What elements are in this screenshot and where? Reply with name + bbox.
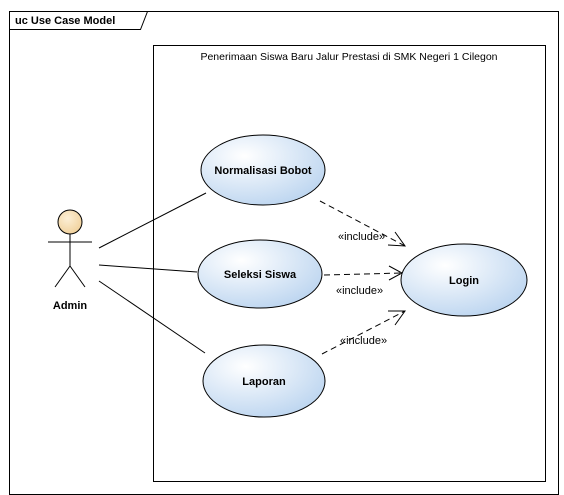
use-case-seleksi-siswa-label: Seleksi Siswa (224, 269, 297, 281)
include-arrowhead-laporan-login (388, 310, 406, 326)
include-arrowhead-normalisasi-login (387, 231, 407, 247)
association-seleksi-siswa (98, 264, 198, 273)
use-case-login[interactable]: Login (400, 243, 528, 317)
use-case-login-shape[interactable] (400, 243, 528, 317)
actor-admin[interactable]: Admin (48, 209, 92, 312)
actor-admin-head (57, 209, 83, 235)
actor-admin-left-leg (54, 265, 71, 288)
use-case-normalisasi-bobot-shape[interactable] (200, 134, 326, 206)
include-line-laporan-login (321, 310, 406, 355)
use-case-normalisasi-bobot-label: Normalisasi Bobot (214, 165, 312, 177)
include-line-normalisasi-login (319, 200, 406, 247)
actor-admin-right-leg (69, 265, 86, 288)
frame-title: uc Use Case Model (15, 15, 115, 27)
use-case-laporan[interactable]: Laporan (202, 344, 326, 418)
system-boundary (153, 45, 546, 482)
frame-title-tab (9, 11, 148, 30)
association-normalisasi-bobot (98, 192, 207, 249)
use-case-login-label: Login (449, 275, 479, 287)
use-case-laporan-shape[interactable] (202, 344, 326, 418)
use-case-seleksi-siswa[interactable]: Seleksi Siswa (197, 239, 323, 309)
include-label-normalisasi: «include» (338, 231, 385, 243)
include-label-seleksi: «include» (336, 285, 383, 297)
use-case-seleksi-siswa-shape[interactable] (197, 239, 323, 309)
system-boundary-title: Penerimaan Siswa Baru Jalur Prestasi di … (200, 51, 497, 63)
use-case-laporan-label: Laporan (242, 376, 286, 388)
include-line-seleksi-login (323, 272, 403, 276)
actor-admin-label: Admin (53, 300, 88, 312)
include-label-laporan: «include» (340, 335, 387, 347)
use-case-normalisasi-bobot[interactable]: Normalisasi Bobot (200, 134, 326, 206)
association-laporan (98, 280, 206, 354)
